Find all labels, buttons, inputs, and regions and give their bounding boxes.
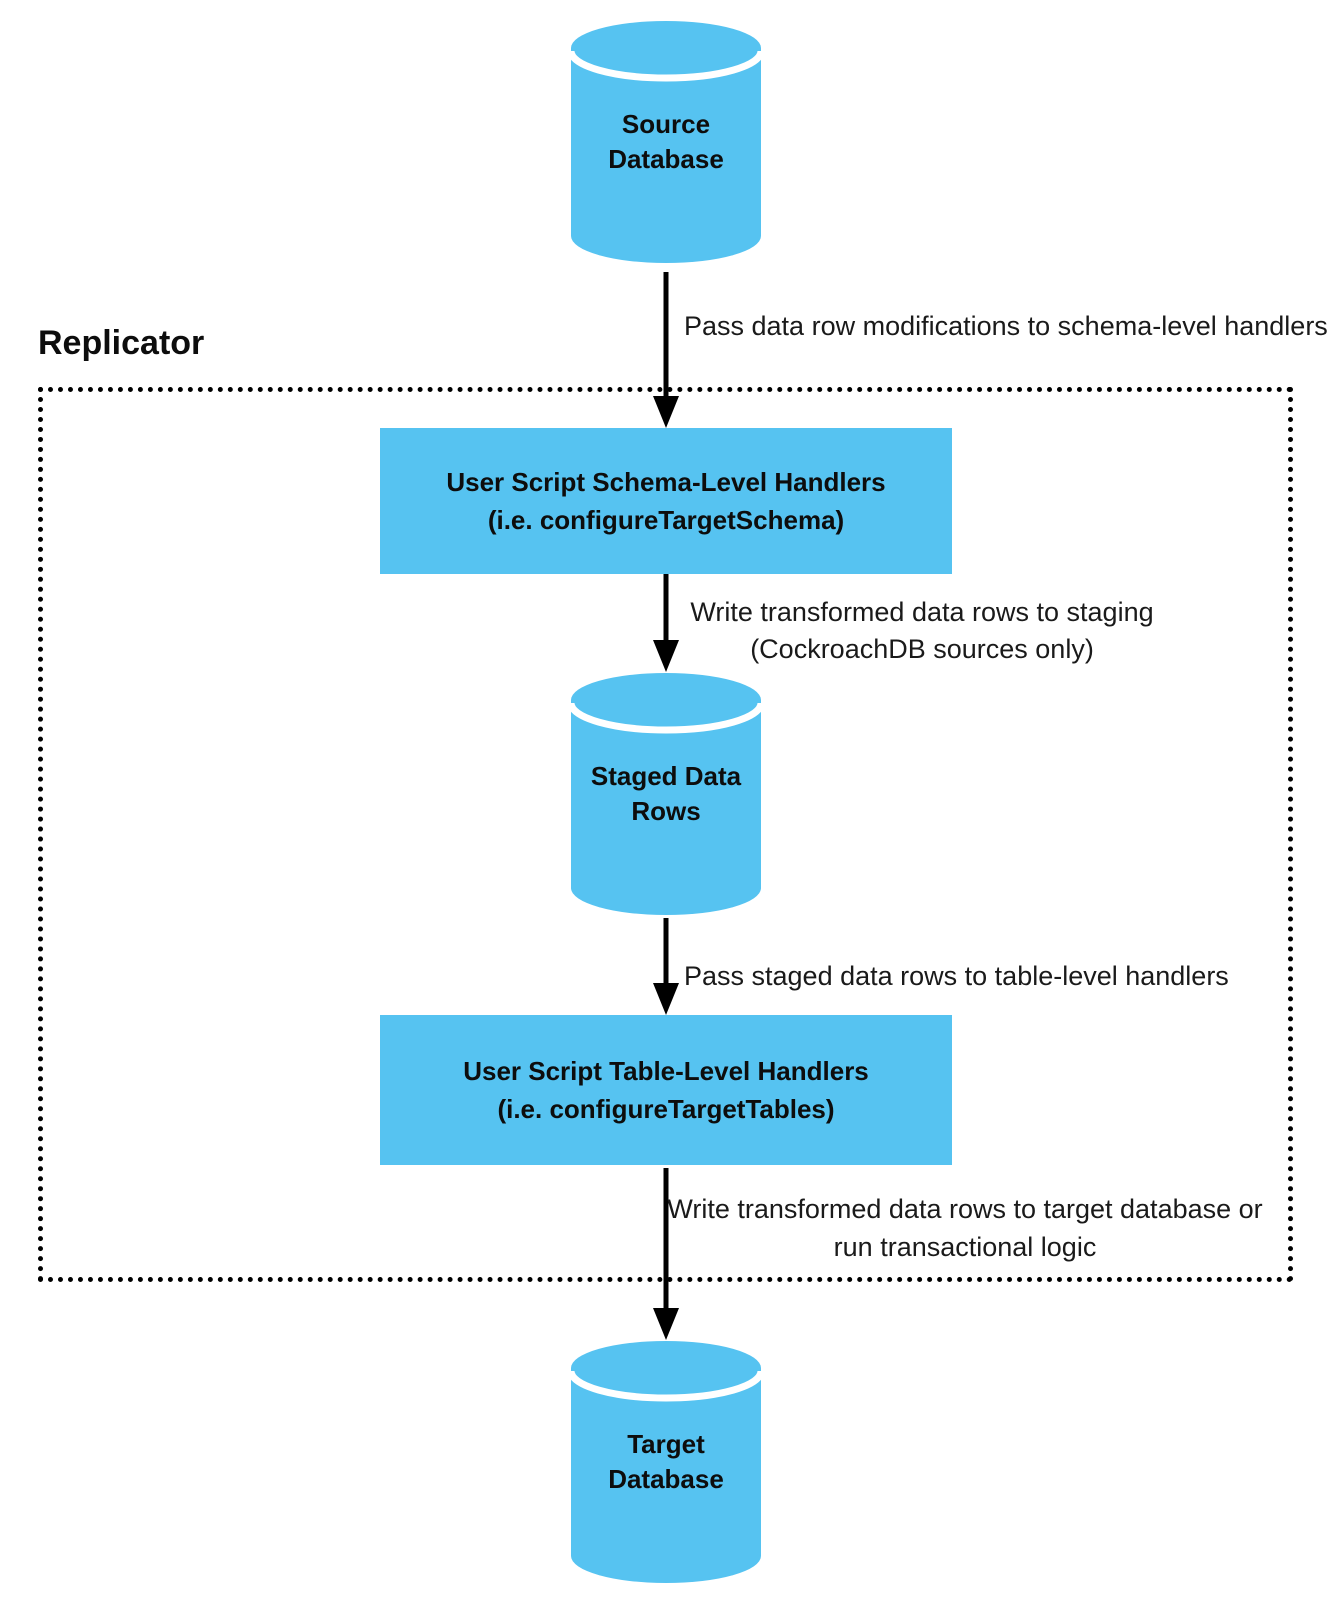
edge-label-line: Pass staged data rows to table-level han…	[684, 961, 1229, 991]
source-database-label: Source Database	[570, 20, 762, 264]
node-target-database: Target Database	[570, 1340, 762, 1584]
edge-label: Pass staged data rows to table-level han…	[684, 958, 1229, 994]
database-cylinder-icon	[570, 673, 762, 915]
arrow-source-to-schema-handlers	[653, 272, 679, 428]
node-source-database: Source Database	[570, 20, 762, 264]
target-database-label: Target Database	[570, 1340, 762, 1584]
staged-data-rows-label: Staged Data Rows	[570, 672, 762, 916]
label-line: Database	[608, 1464, 724, 1494]
label-line: User Script Table-Level Handlers	[463, 1056, 869, 1086]
database-cylinder-icon	[570, 1341, 762, 1583]
edge-label: Pass data row modifications to schema-le…	[684, 308, 1328, 344]
edge-label-line: run transactional logic	[833, 1232, 1097, 1262]
node-staged-data-rows: Staged Data Rows	[570, 672, 762, 916]
label-line: (i.e. configureTargetSchema)	[487, 505, 845, 535]
label-line: Source	[621, 109, 711, 139]
label-line: Staged Data	[590, 761, 742, 791]
edge-label-line: Write transformed data rows to staging	[690, 597, 1154, 627]
edge-label: Write transformed data rows to staging (…	[672, 594, 1172, 668]
edge-label-line: (CockroachDB sources only)	[750, 634, 1094, 664]
node-table-level-handlers: User Script Table-Level Handlers (i.e. c…	[380, 1015, 952, 1165]
label-line: Database	[608, 144, 724, 174]
database-cylinder-icon	[570, 21, 762, 263]
replicator-group-title: Replicator	[38, 324, 205, 362]
node-schema-level-handlers: User Script Schema-Level Handlers (i.e. …	[380, 428, 952, 574]
label-line: Target	[627, 1429, 705, 1459]
edge-label-line: Pass data row modifications to schema-le…	[684, 311, 1328, 341]
label-line: (i.e. configureTargetTables)	[497, 1094, 835, 1124]
arrow-schema-handlers-to-staged	[653, 574, 679, 672]
arrow-staged-to-table-handlers	[653, 918, 679, 1015]
edge-label: Write transformed data rows to target da…	[665, 1190, 1265, 1266]
label-line: User Script Schema-Level Handlers	[446, 467, 886, 497]
edge-label-line: Write transformed data rows to target da…	[667, 1194, 1263, 1224]
arrow-table-handlers-to-target	[653, 1168, 679, 1340]
label-line: Rows	[631, 796, 701, 826]
